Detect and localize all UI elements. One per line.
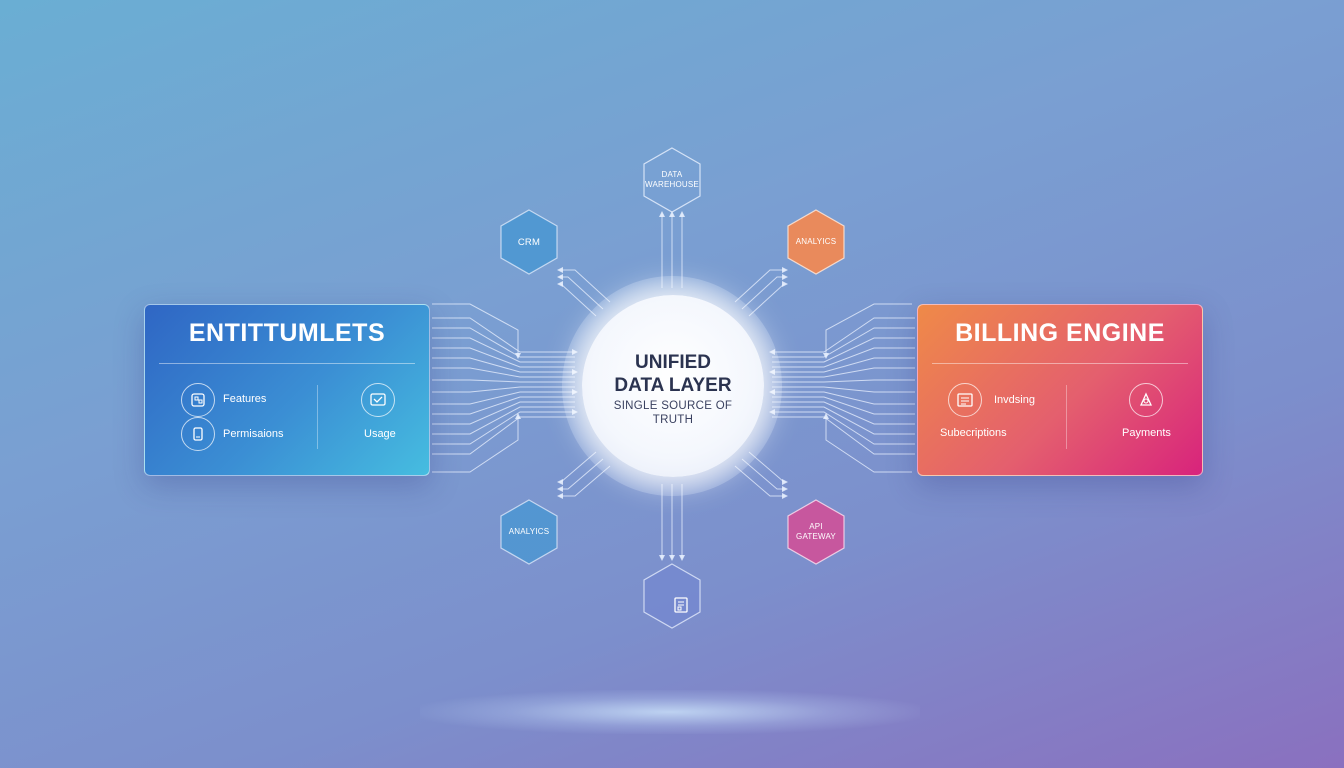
right-wire bbox=[769, 317, 915, 355]
entitlements-title: ENTITTUMLETS bbox=[188, 319, 386, 347]
left-wire bbox=[432, 416, 575, 455]
analytics-top-label: ANALYICS bbox=[795, 237, 837, 246]
left-wire bbox=[432, 389, 578, 405]
right-wire bbox=[769, 389, 915, 405]
left-wire bbox=[432, 413, 521, 473]
right-wire bbox=[772, 401, 915, 425]
panel-column-divider bbox=[317, 385, 318, 449]
unified-data-layer-hub[interactable]: UNIFIED DATA LAYER SINGLE SOURCE OF TRUT… bbox=[582, 295, 764, 477]
features-label: Features bbox=[223, 393, 267, 405]
payments-icon bbox=[1129, 383, 1163, 417]
data-warehouse-node[interactable]: DATA WAREHOUSE bbox=[642, 146, 702, 214]
left-wire bbox=[432, 303, 521, 359]
analytics-wire bbox=[741, 274, 788, 310]
right-wire bbox=[769, 357, 915, 375]
left-wire bbox=[432, 396, 575, 415]
analytics-bottom-label: ANALYICS bbox=[508, 527, 550, 536]
usage-icon bbox=[361, 383, 395, 417]
analytics-bottom-node[interactable]: ANALYICS bbox=[499, 498, 559, 566]
hub-title: UNIFIED DATA LAYER bbox=[614, 352, 732, 396]
entitlements-panel[interactable]: ENTITTUMLETS Features Permisaions Usage bbox=[144, 304, 430, 476]
right-wire bbox=[769, 409, 915, 445]
left-wire bbox=[432, 337, 575, 363]
analytics-wire bbox=[734, 267, 788, 303]
floor-glow bbox=[420, 690, 920, 734]
right-wire bbox=[772, 406, 915, 435]
billing-engine-panel[interactable]: BILLING ENGINE Invdsing Subecriptions Pa… bbox=[917, 304, 1203, 476]
left-wire bbox=[432, 409, 578, 445]
analytics-bottom-wire bbox=[557, 465, 611, 499]
panel-divider bbox=[159, 363, 415, 364]
right-wire bbox=[772, 367, 915, 378]
permissions-icon bbox=[181, 417, 215, 451]
crm-wire bbox=[557, 281, 597, 317]
right-wire bbox=[823, 303, 912, 359]
right-wire bbox=[772, 379, 915, 383]
panel-divider bbox=[932, 363, 1188, 364]
left-wire bbox=[432, 379, 575, 383]
data-warehouse-label: DATA WAREHOUSE bbox=[645, 170, 699, 189]
crm-wire bbox=[557, 274, 604, 310]
hub-subtitle: SINGLE SOURCE OF TRUTH bbox=[613, 400, 733, 426]
left-wire bbox=[432, 327, 575, 358]
api-wire bbox=[741, 458, 788, 492]
right-wire bbox=[772, 327, 915, 358]
right-wire bbox=[823, 413, 912, 473]
billing-engine-title: BILLING ENGINE bbox=[955, 319, 1165, 347]
subscriptions-label: Subecriptions bbox=[940, 427, 1007, 439]
analytics-bottom-wire bbox=[557, 451, 597, 485]
api-wire bbox=[734, 465, 788, 499]
analytics-wire bbox=[748, 281, 788, 317]
analytics-bottom-wire bbox=[557, 458, 604, 492]
right-wire bbox=[772, 337, 915, 363]
api-wire bbox=[748, 451, 788, 485]
payments-label: Payments bbox=[1122, 427, 1171, 439]
right-wire bbox=[772, 396, 915, 415]
usage-label: Usage bbox=[364, 428, 396, 440]
left-wire bbox=[432, 347, 575, 368]
api-gateway-label: API GATEWAY bbox=[796, 522, 836, 541]
left-wire bbox=[432, 317, 578, 355]
left-wire bbox=[432, 406, 575, 435]
invoicing-label: Invdsing bbox=[994, 394, 1035, 406]
document-node[interactable] bbox=[642, 562, 702, 630]
crm-label: CRM bbox=[517, 236, 541, 248]
permissions-label: Permisaions bbox=[223, 428, 284, 440]
analytics-top-node[interactable]: ANALYICS bbox=[786, 208, 846, 276]
crm-node[interactable]: CRM bbox=[499, 208, 559, 276]
right-wire bbox=[772, 347, 915, 368]
left-wire bbox=[432, 401, 575, 425]
features-icon bbox=[181, 383, 215, 417]
right-wire bbox=[772, 416, 915, 455]
crm-wire bbox=[557, 267, 611, 303]
panel-column-divider bbox=[1066, 385, 1067, 449]
invoicing-icon bbox=[948, 383, 982, 417]
right-wire bbox=[772, 386, 915, 393]
left-wire bbox=[432, 357, 578, 375]
api-gateway-node[interactable]: API GATEWAY bbox=[786, 498, 846, 566]
left-wire bbox=[432, 367, 575, 378]
left-wire bbox=[432, 386, 575, 393]
